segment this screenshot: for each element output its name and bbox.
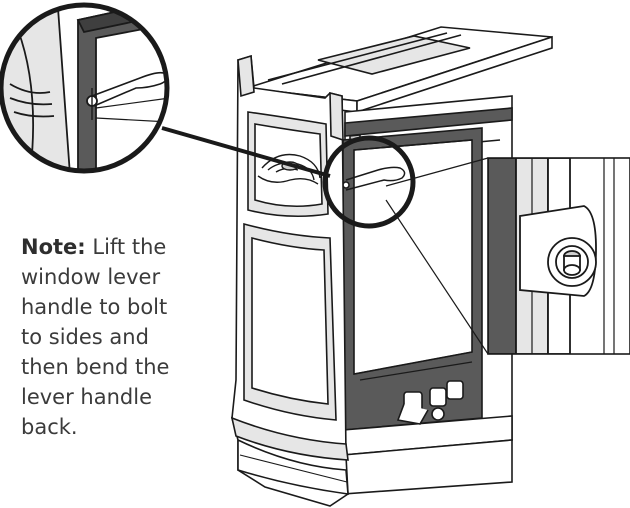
note-line-7: back. (21, 415, 78, 439)
front-cast-panel (230, 54, 349, 507)
note-line-6: lever handle (21, 385, 152, 409)
note-line-1: Lift the (92, 235, 167, 259)
note-line-2: window lever (21, 265, 161, 289)
note-text: Note: Lift the window lever handle to bo… (21, 232, 211, 442)
box-leader-lines (385, 157, 489, 355)
note-line-4: to sides and (21, 325, 149, 349)
callout-connector (161, 126, 416, 229)
zoom-circle-lever (0, 2, 170, 174)
note-line-3: handle to bolt (21, 295, 168, 319)
stove-base (342, 380, 513, 495)
note-label: Note: (21, 235, 86, 259)
zoom-box-bolt (487, 157, 630, 355)
note-line-5: then bend the (21, 355, 170, 379)
door-frame (342, 127, 483, 431)
